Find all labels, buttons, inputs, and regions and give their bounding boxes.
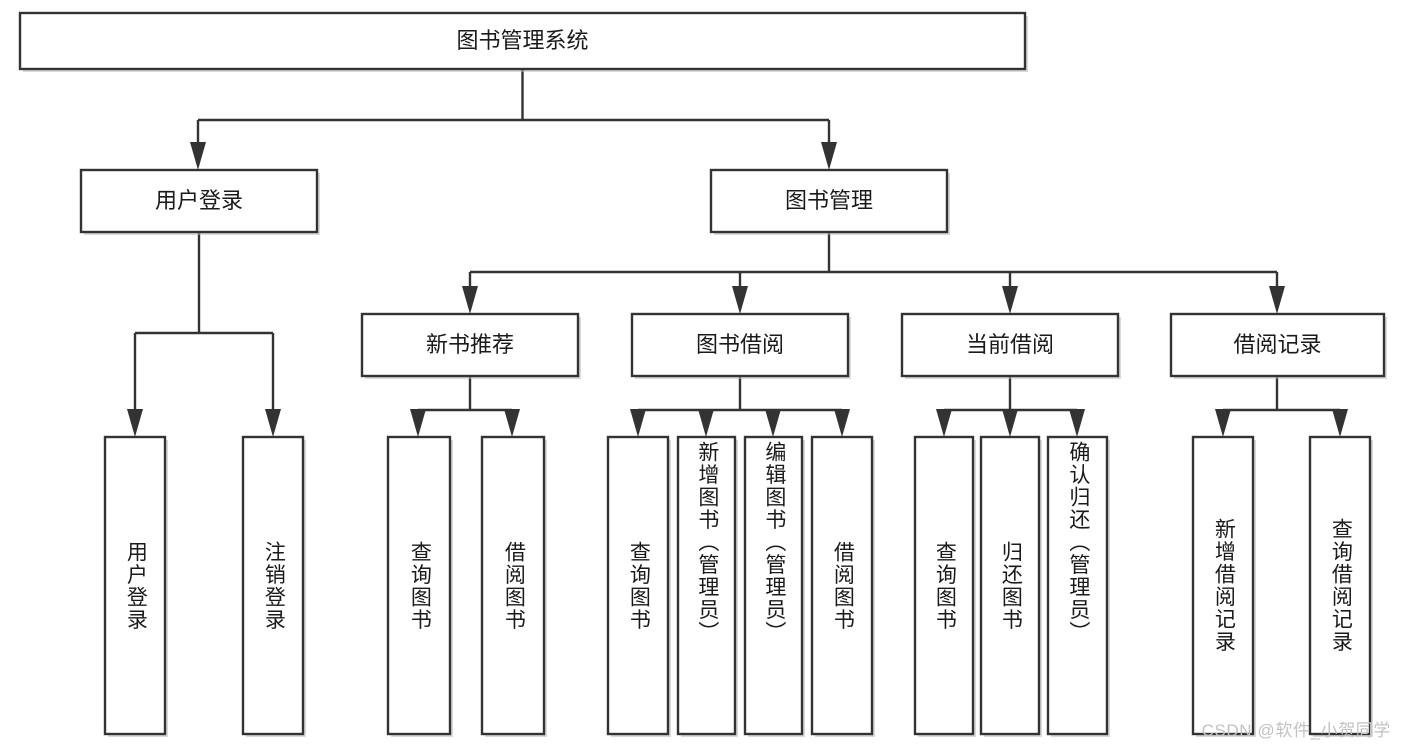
arrow-leaf-return-book — [1002, 409, 1018, 437]
arrow-to-current-borrow — [1002, 286, 1018, 314]
arrow-leaf-query-book-2 — [630, 409, 646, 437]
node-leaf-add-book[interactable] — [676, 435, 737, 736]
csdn-watermark: CSDN @软件_小贺同学 — [1201, 721, 1391, 740]
node-book-borrow-label: 图书借阅 — [696, 332, 784, 357]
node-book-manage[interactable] — [709, 168, 949, 234]
node-new-book-rec[interactable] — [360, 312, 580, 378]
node-book-manage-label: 图书管理 — [785, 188, 873, 213]
arrow-to-borrow-record — [1269, 286, 1285, 314]
arrow-leaf-confirm-return — [1069, 409, 1085, 437]
node-current-borrow[interactable] — [900, 312, 1120, 378]
arrow-leaf-add-book — [698, 409, 714, 437]
node-leaf-user-login[interactable] — [103, 435, 167, 736]
arrow-leaf-user-login — [127, 409, 143, 437]
node-leaf-query-book-2[interactable] — [606, 435, 670, 736]
arrow-leaf-user-logout — [265, 409, 281, 437]
arrow-leaf-query-record — [1332, 409, 1348, 437]
arrow-leaf-borrow-book-2 — [834, 409, 850, 437]
node-borrow-record-label: 借阅记录 — [1233, 332, 1321, 357]
node-borrow-record[interactable] — [1169, 312, 1386, 378]
node-leaf-return-book[interactable] — [979, 435, 1041, 736]
node-current-borrow-label: 当前借阅 — [966, 332, 1054, 357]
node-root-label: 图书管理系统 — [456, 28, 588, 53]
node-leaf-borrow-book-1[interactable] — [480, 435, 546, 736]
node-leaf-query-record[interactable] — [1308, 435, 1372, 736]
node-leaf-confirm-return[interactable] — [1046, 435, 1109, 736]
node-user-login[interactable] — [79, 168, 319, 234]
arrow-leaf-query-book-1 — [410, 409, 426, 437]
node-book-borrow[interactable] — [630, 312, 850, 378]
arrow-to-new-book-rec — [462, 286, 478, 314]
node-leaf-query-book-3[interactable] — [913, 435, 975, 736]
node-new-book-rec-label: 新书推荐 — [426, 332, 514, 357]
arrow-to-book-borrow — [732, 286, 748, 314]
nodes-layer: 图书管理系统 用户登录 图书管理 新书推荐 图书借阅 当前借阅 借阅记录 — [18, 11, 1387, 737]
node-user-login-label: 用户登录 — [155, 188, 243, 213]
arrow-leaf-borrow-book-1 — [504, 409, 520, 437]
arrow-leaf-add-record — [1215, 409, 1231, 437]
node-leaf-borrow-book-2[interactable] — [810, 435, 874, 736]
node-leaf-query-book-1[interactable] — [386, 435, 452, 736]
node-leaf-add-record[interactable] — [1191, 435, 1255, 736]
arrow-to-user-login — [190, 142, 206, 170]
arrow-leaf-edit-book — [765, 409, 781, 437]
arrow-leaf-query-book-3 — [936, 409, 952, 437]
arrow-to-book-manage — [821, 142, 837, 170]
node-root[interactable] — [18, 11, 1027, 71]
node-leaf-user-logout[interactable] — [241, 435, 305, 736]
connectors-layer — [127, 69, 1348, 437]
node-leaf-edit-book[interactable] — [743, 435, 804, 736]
